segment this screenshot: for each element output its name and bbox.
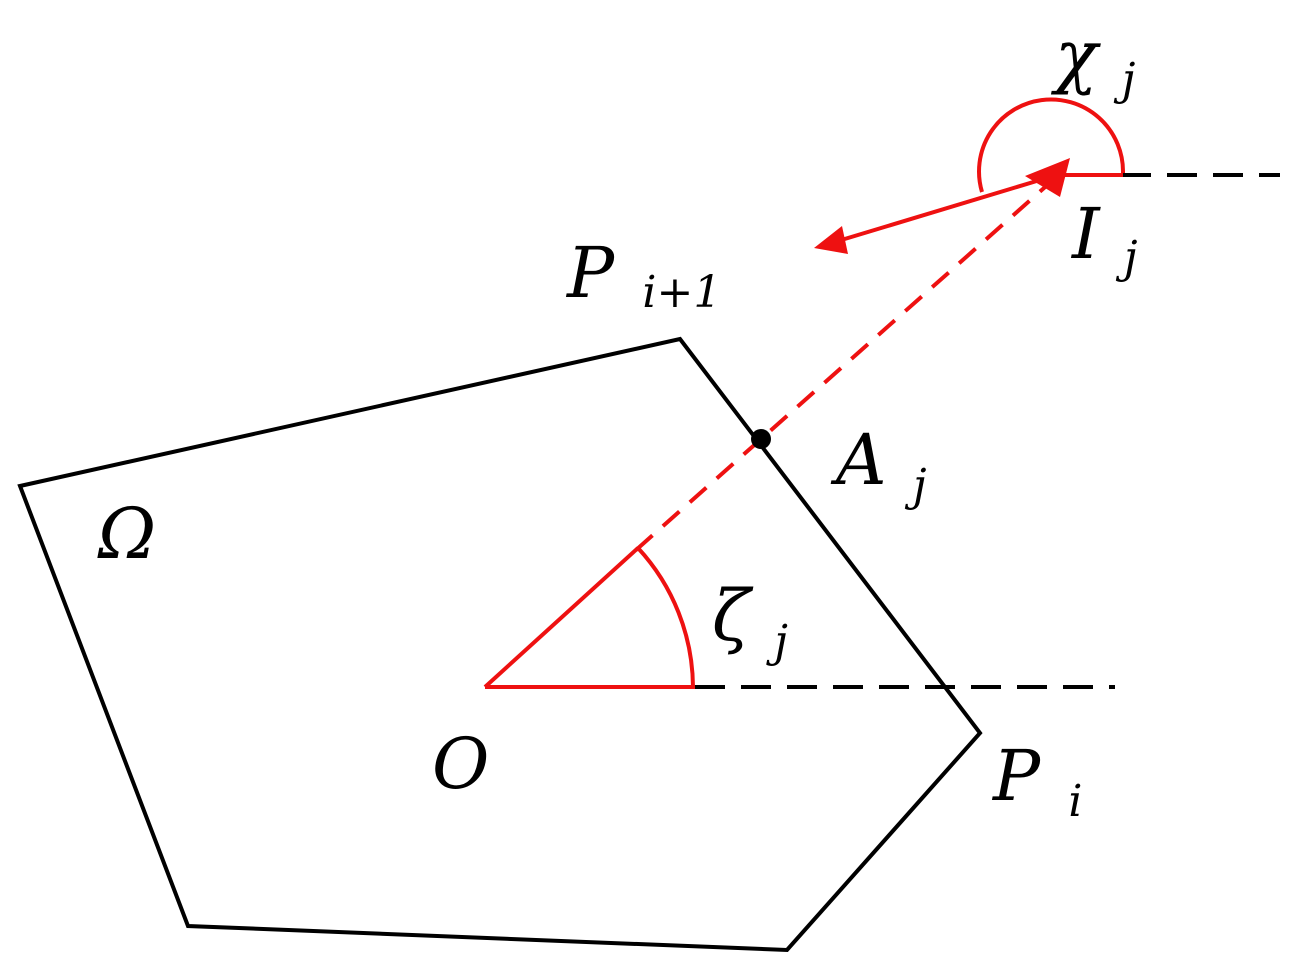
zeta-angle-label: ζ j xyxy=(712,575,788,667)
vertex-i-plus-1-label: P i+1 xyxy=(565,232,721,318)
origin-label: O xyxy=(432,723,489,805)
chi-base: χ xyxy=(1050,15,1101,97)
vertex-i-sub: i xyxy=(1068,776,1082,827)
intersection-sub: j xyxy=(904,460,927,511)
vertex-i-plus-1-sub: i+1 xyxy=(642,267,721,318)
intersection-label: A j xyxy=(830,419,926,511)
vertex-i-plus-1-base: P xyxy=(565,232,616,314)
region-polygon xyxy=(17,336,983,953)
chi-sub: j xyxy=(1113,54,1136,105)
region-label: Ω xyxy=(97,493,156,575)
intersection-base: A xyxy=(830,419,887,501)
chi-angle-label: χ j xyxy=(1050,15,1135,105)
zeta-angle-arc xyxy=(636,546,695,688)
chi-angle-arc xyxy=(977,97,1126,193)
emitter-base: I xyxy=(1070,193,1101,275)
zeta-sub: j xyxy=(765,616,788,667)
ray-origin-to-emitter xyxy=(634,170,1064,552)
arrowhead-into-emitter xyxy=(1025,158,1070,197)
vertex-i-base: P xyxy=(991,735,1042,817)
angle-side-ray xyxy=(483,546,640,689)
emitter-label: I j xyxy=(1070,193,1138,283)
direction-arrowhead-left xyxy=(814,226,848,254)
vertex-i-label: P i xyxy=(991,735,1082,827)
zeta-base: ζ xyxy=(712,575,754,657)
intersection-point xyxy=(751,429,771,449)
direction-arrow xyxy=(837,178,1041,243)
emitter-sub: j xyxy=(1115,232,1138,283)
